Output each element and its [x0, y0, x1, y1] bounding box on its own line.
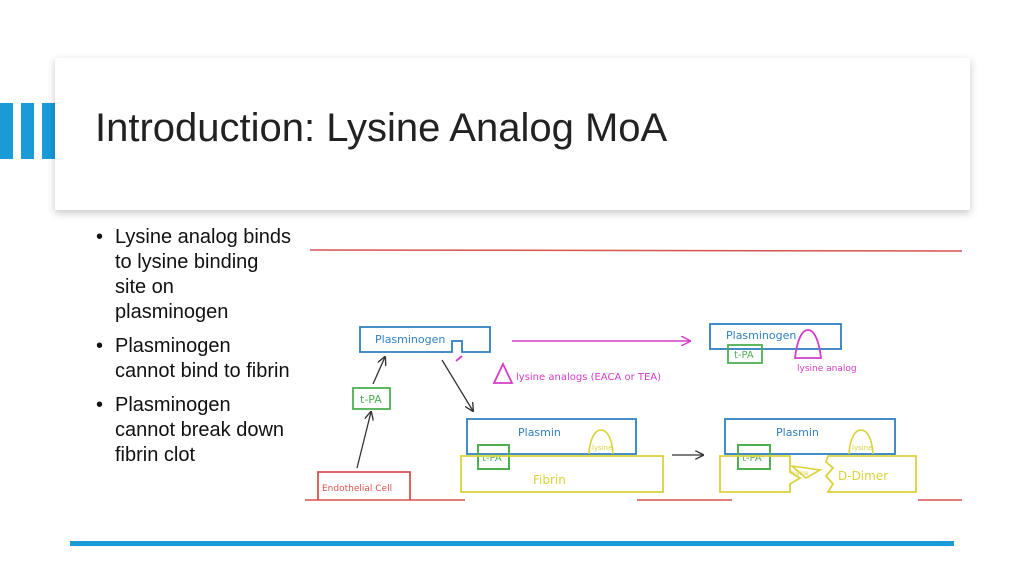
tpa-right-label: t-PA — [734, 350, 754, 361]
tpa-left-label: t-PA — [360, 393, 382, 406]
d-dimer-shape — [824, 455, 917, 493]
tpa-mid-box — [477, 444, 510, 470]
endothelial-cell-shape — [317, 471, 411, 500]
tpa-far-label: t-PA — [742, 453, 762, 464]
bullet-item: Lysine analog binds to lysine binding si… — [92, 225, 292, 325]
plasmin-right-shape — [724, 418, 896, 455]
bullet-item: Plasminogen cannot break down fibrin clo… — [92, 393, 292, 468]
title-card: Introduction: Lysine Analog MoA — [55, 58, 970, 210]
accent-bars — [0, 103, 55, 159]
lysine-small-wedge — [789, 464, 823, 479]
bullet-list: Lysine analog binds to lysine binding si… — [92, 225, 292, 477]
arrow-plasminogen-to-plasmin — [441, 359, 473, 411]
lysine-analogs-label: lysine analogs (EACA or TEA) — [516, 372, 661, 383]
arrow-endothelial-to-tpa — [356, 412, 371, 469]
endothelial-label: Endothelial Cell — [322, 484, 392, 494]
bullet-item: Plasminogen cannot bind to fibrin — [92, 334, 292, 384]
lysine-mid-bump — [588, 429, 614, 455]
tpa-far-box — [737, 444, 771, 470]
top-membrane-line — [309, 249, 963, 252]
plasminogen-left-shape — [359, 326, 491, 353]
tpa-right-box — [727, 344, 763, 364]
lysine-mid-label: lysine — [592, 444, 612, 452]
plasmin-mid-shape — [466, 418, 637, 455]
bottom-accent-rule — [70, 541, 954, 546]
fibrin-fragment-left — [719, 455, 802, 493]
mechanism-diagram: Plasminogen t-PA Endothelial Cell lysine… — [305, 249, 963, 501]
lysine-analog-triangle — [492, 361, 514, 384]
lysine-analog-bound-shape — [793, 329, 823, 359]
plasminogen-left-label: Plasminogen — [375, 333, 445, 346]
arrow-tpa-to-plasminogen — [372, 357, 385, 385]
plasminogen-right-shape — [709, 323, 842, 350]
tpa-left-box — [352, 387, 391, 410]
slide-title: Introduction: Lysine Analog MoA — [95, 106, 668, 150]
lysine-far-bump — [848, 429, 874, 455]
lysine-analog-small-shape — [455, 355, 463, 362]
lysine-far-label: lysine — [852, 444, 872, 452]
plasmin-right-label: Plasmin — [776, 426, 819, 439]
lysine-small-label: lysine — [791, 470, 809, 477]
plasmin-mid-label: Plasmin — [518, 426, 561, 439]
lysine-analog-label: lysine analog — [797, 364, 857, 374]
tpa-mid-label: t-PA — [482, 453, 502, 464]
plasminogen-right-label: Plasminogen — [726, 329, 796, 342]
d-dimer-label: D-Dimer — [838, 469, 888, 483]
fibrin-label: Fibrin — [533, 473, 566, 487]
fibrin-shape — [460, 455, 664, 493]
